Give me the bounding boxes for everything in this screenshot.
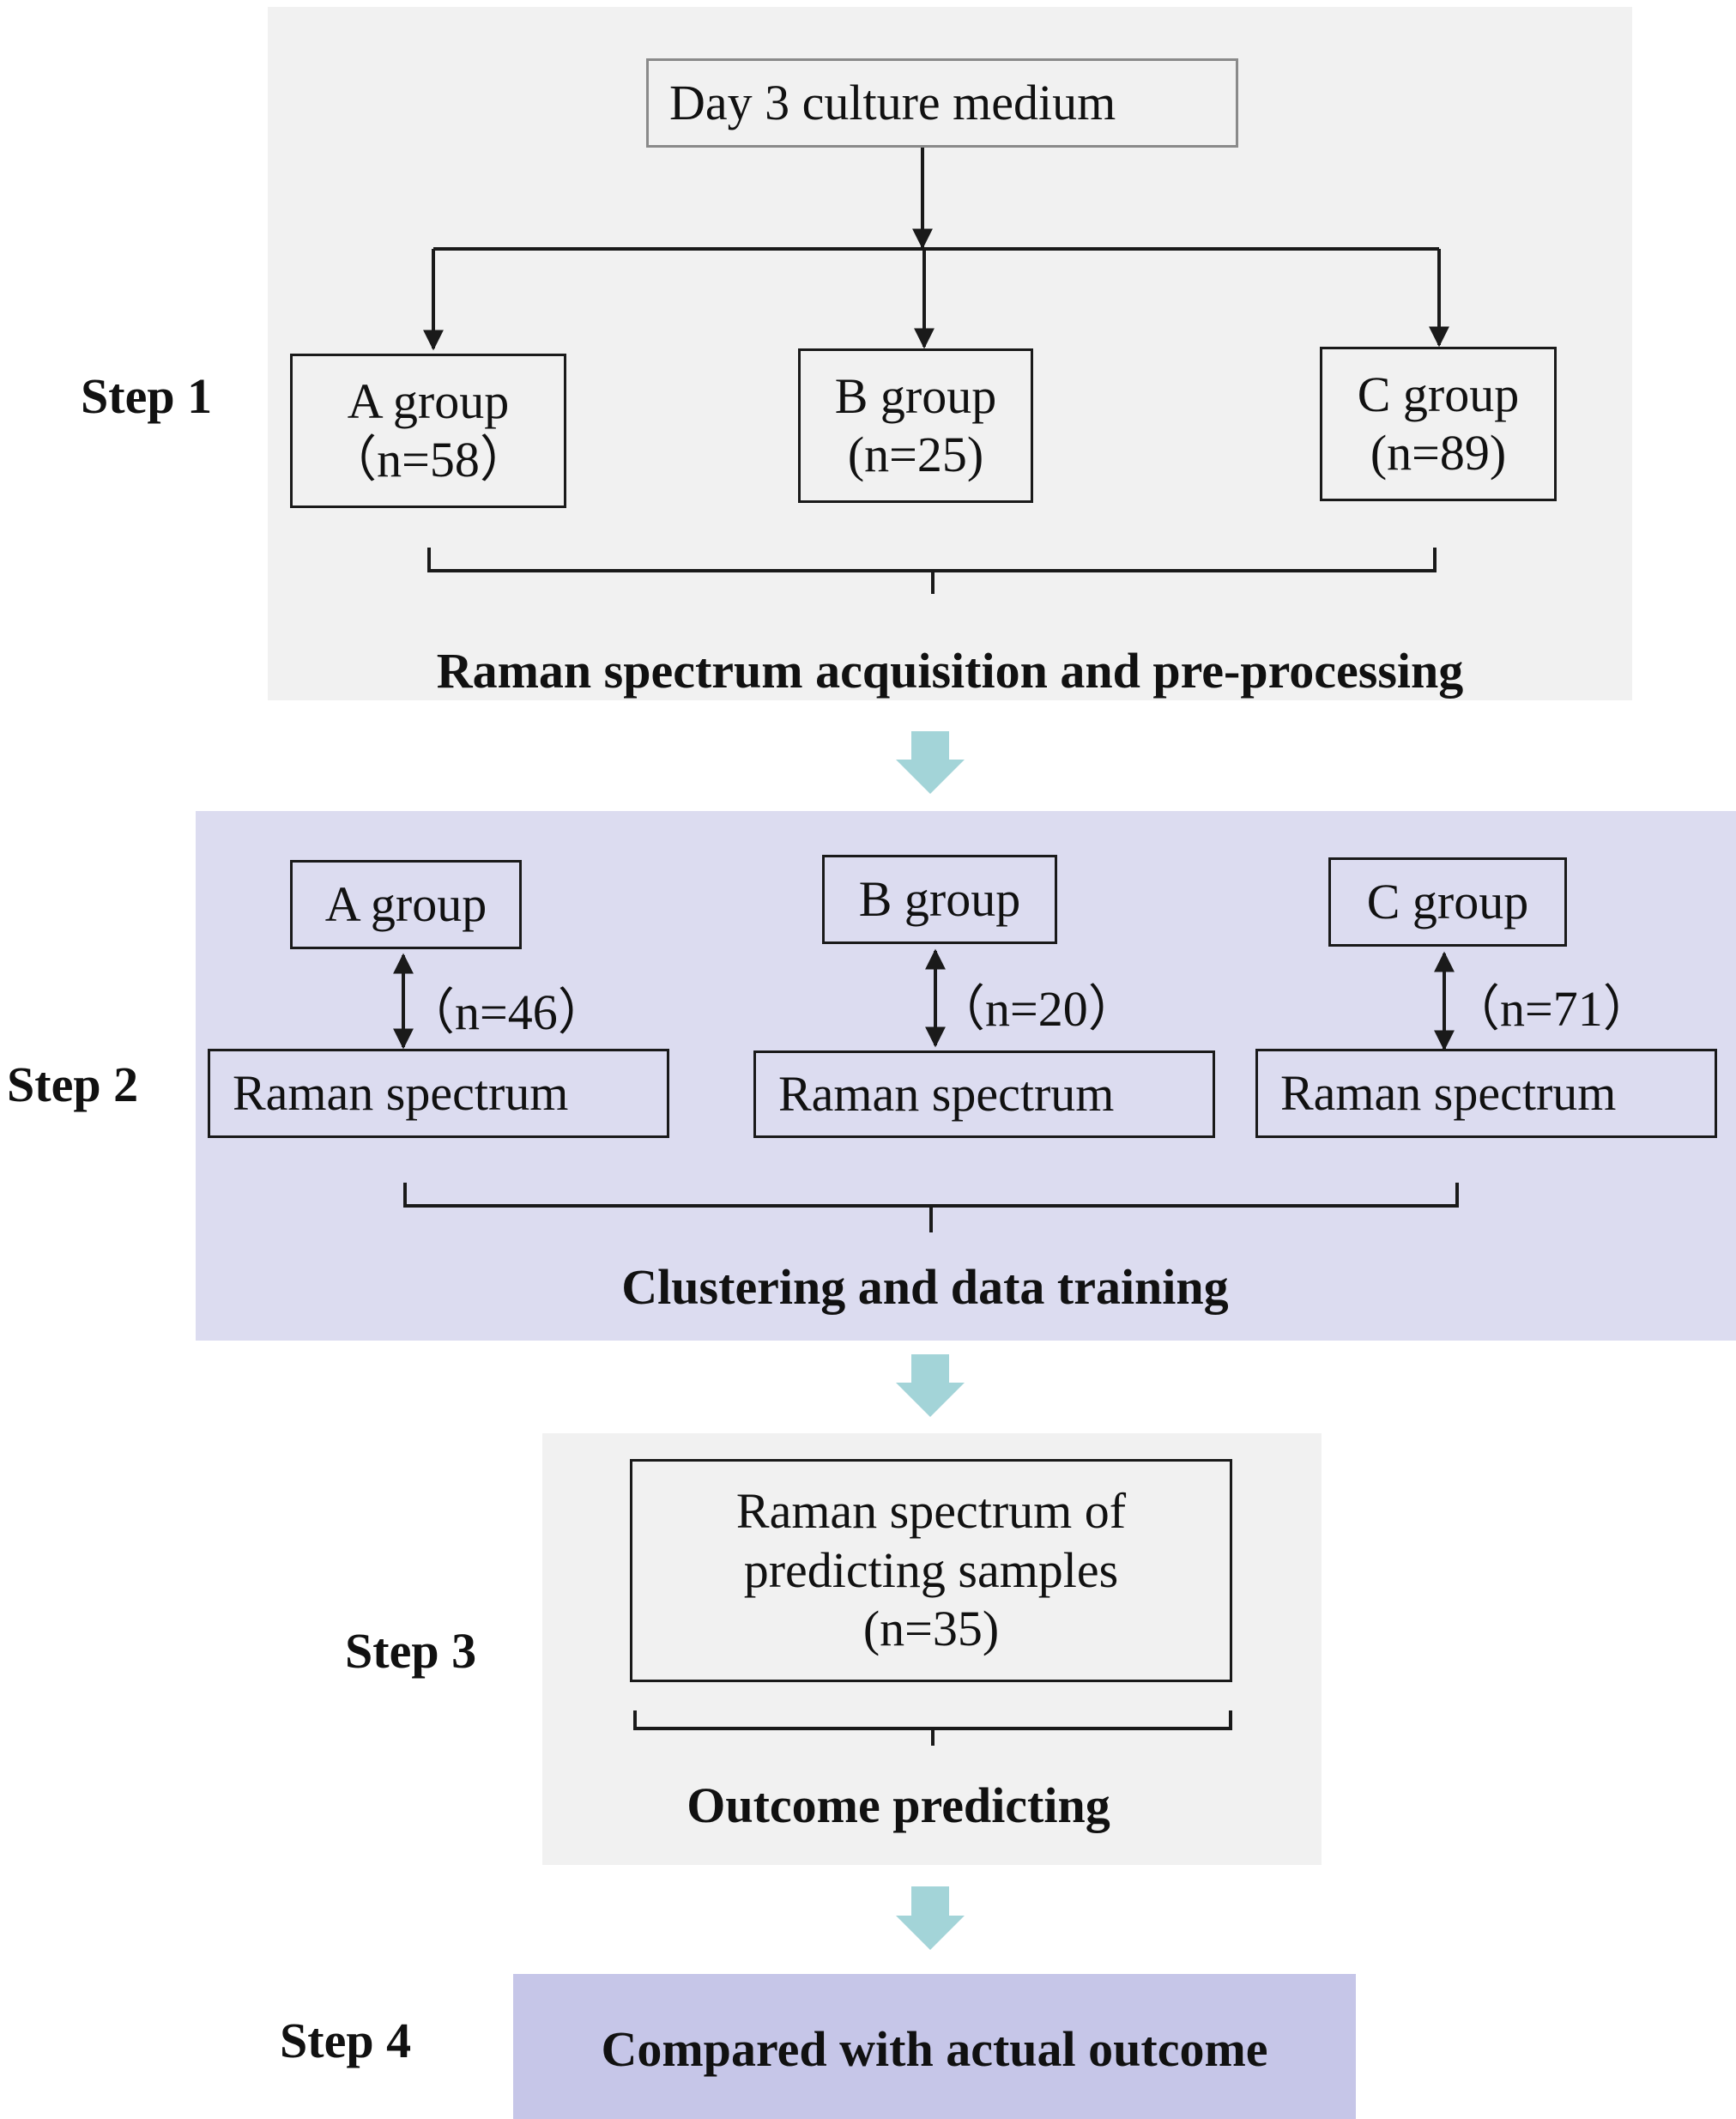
step4-label: Step 4 xyxy=(280,2013,412,2068)
group-name: A group xyxy=(347,372,510,429)
predicting-line-2: predicting samples xyxy=(743,1541,1119,1598)
step3-brace xyxy=(633,1710,1232,1746)
group-name: C group xyxy=(1357,366,1520,422)
step2-group-b-box: B group xyxy=(822,855,1057,944)
group-name: C group xyxy=(1366,873,1529,929)
step2-brace xyxy=(403,1183,1459,1232)
spectrum-label: Raman spectrum xyxy=(233,1064,569,1121)
step2-count-c: （n=71） xyxy=(1450,981,1653,1037)
predicting-line-1: Raman spectrum of xyxy=(735,1483,1127,1540)
group-name: B group xyxy=(858,870,1021,927)
step2-count-b: （n=20） xyxy=(935,981,1138,1037)
step1-label: Step 1 xyxy=(81,368,213,424)
step2-group-c-box: C group xyxy=(1328,857,1567,947)
spectrum-label: Raman spectrum xyxy=(778,1065,1115,1122)
step1-group-a-box: A group （n=58） xyxy=(290,354,566,508)
step1-brace xyxy=(427,548,1437,594)
group-count: （n=58） xyxy=(327,432,529,487)
step2-spectrum-b-box: Raman spectrum xyxy=(753,1050,1215,1138)
step1-group-b-box: B group (n=25) xyxy=(798,348,1033,503)
culture-medium-label: Day 3 culture medium xyxy=(669,74,1116,130)
step2-label: Step 2 xyxy=(7,1056,139,1112)
step1-caption: Raman spectrum acquisition and pre-proce… xyxy=(436,643,1464,699)
step4-panel xyxy=(513,1974,1356,2119)
step2-count-a: （n=46） xyxy=(405,984,608,1040)
group-name: B group xyxy=(834,367,997,424)
step1-group-c-box: C group (n=89) xyxy=(1320,347,1557,501)
predicting-samples-box: Raman spectrum of predicting samples (n=… xyxy=(630,1459,1232,1682)
predicting-line-3: (n=35) xyxy=(862,1601,1000,1657)
step2-group-a-box: A group xyxy=(290,860,522,949)
spectrum-label: Raman spectrum xyxy=(1280,1064,1617,1121)
step2-panel xyxy=(196,811,1736,1341)
step2-spectrum-a-box: Raman spectrum xyxy=(208,1049,669,1138)
group-count: (n=25) xyxy=(847,427,984,482)
step2-caption: Clustering and data training xyxy=(621,1259,1229,1315)
culture-medium-box: Day 3 culture medium xyxy=(646,58,1238,148)
step4-caption: Compared with actual outcome xyxy=(601,2021,1268,2077)
group-name: A group xyxy=(324,875,487,932)
step3-panel xyxy=(542,1433,1322,1865)
flow-arrow-1 xyxy=(896,731,965,794)
step3-label: Step 3 xyxy=(345,1623,477,1679)
flow-arrow-2 xyxy=(896,1354,965,1417)
group-count: (n=89) xyxy=(1370,425,1507,481)
step2-spectrum-c-box: Raman spectrum xyxy=(1255,1049,1717,1138)
flow-arrow-3 xyxy=(896,1886,965,1950)
step3-caption: Outcome predicting xyxy=(687,1777,1110,1833)
